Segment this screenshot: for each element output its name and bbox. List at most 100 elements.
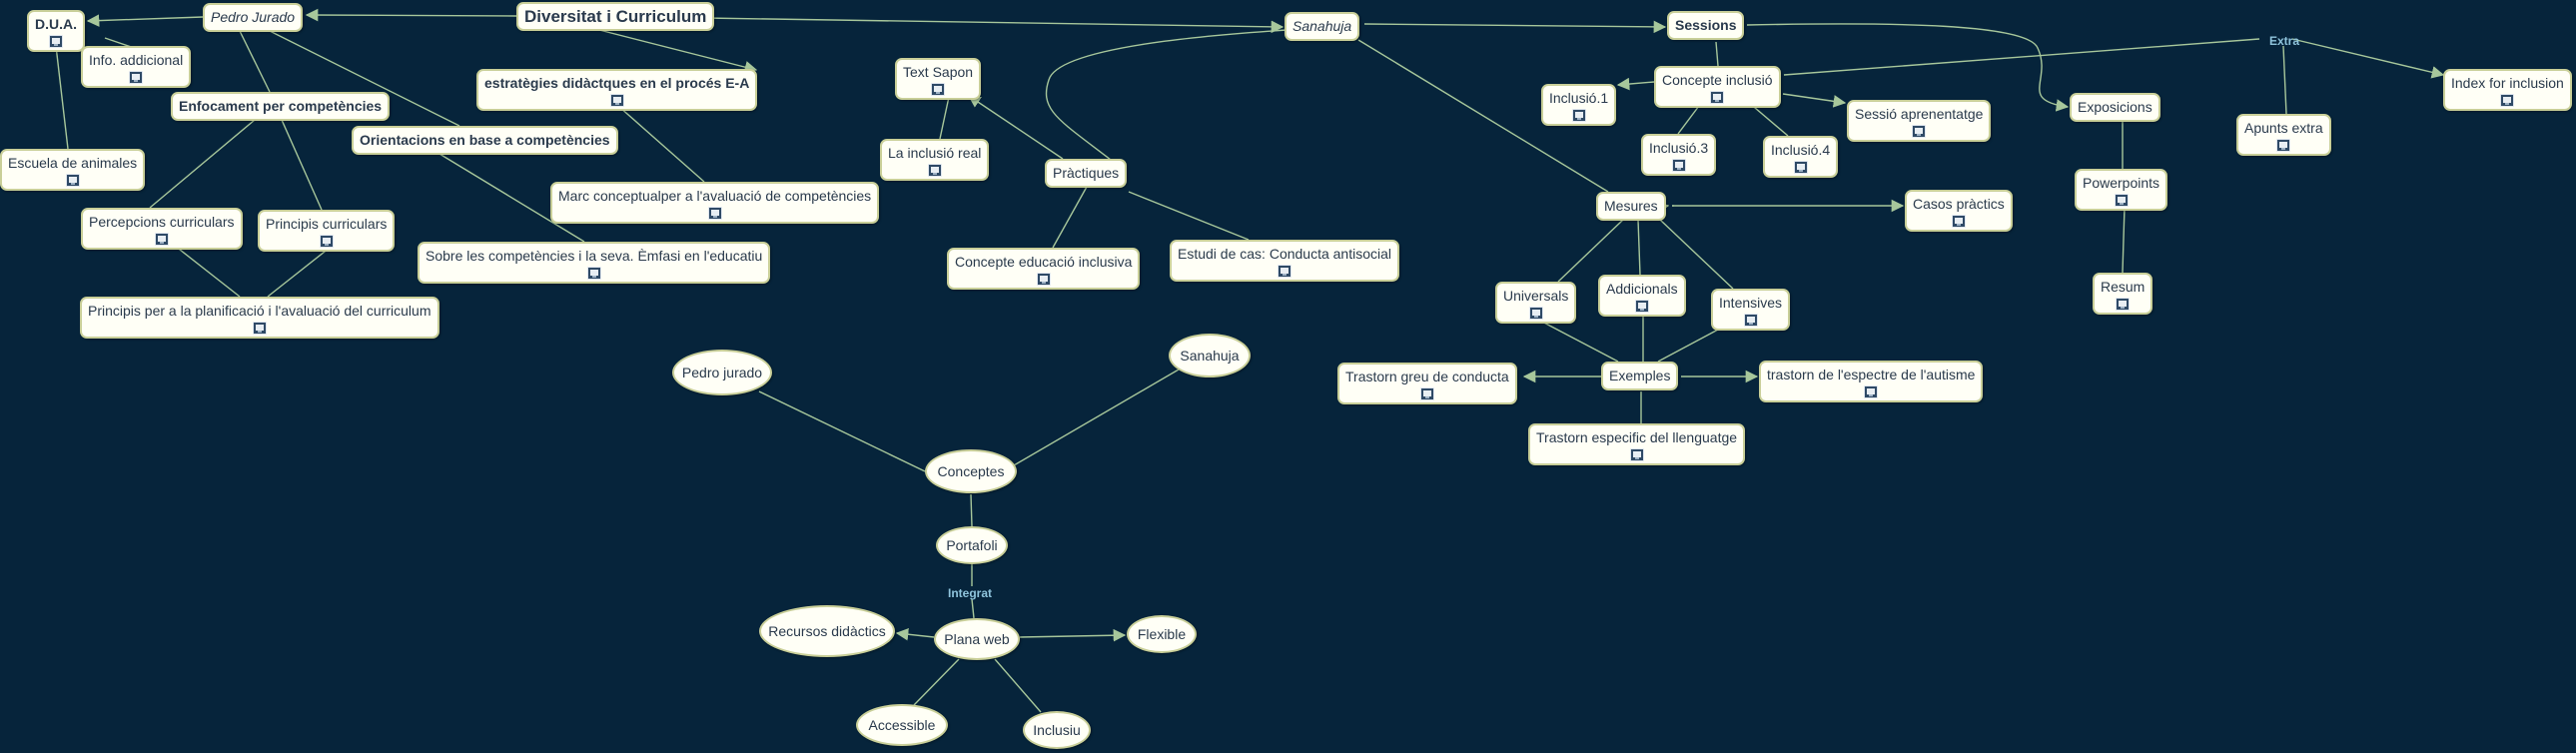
node-recursos-didactics[interactable]: Recursos didàctics (759, 605, 895, 657)
node-pedro-jurado-bottom[interactable]: Pedro jurado (672, 350, 772, 395)
document-icon[interactable] (1419, 387, 1434, 400)
connector-line (1537, 319, 1619, 363)
document-icon[interactable] (1528, 307, 1543, 320)
node-label: Pedro jurado (681, 364, 763, 380)
node-info-addicional[interactable]: Info. addicional (81, 46, 192, 88)
node-label: Apunts extra (2244, 120, 2323, 136)
node-resum[interactable]: Resum (2093, 273, 2153, 315)
document-icon[interactable] (154, 233, 169, 246)
node-index-inclusion[interactable]: Index for inclusion (2443, 69, 2572, 111)
node-label: Powerpoints (2083, 175, 2160, 191)
node-portafoli[interactable]: Portafoli (936, 526, 1008, 564)
node-mesures[interactable]: Mesures (1596, 192, 1666, 221)
connector-line (970, 493, 973, 527)
node-label: Pràctiques (1053, 165, 1120, 181)
node-inclusio-4[interactable]: Inclusió.4 (1763, 136, 1839, 178)
document-icon[interactable] (1634, 300, 1649, 313)
node-practiques[interactable]: Pràctiques (1045, 159, 1128, 188)
connector-line (239, 30, 271, 93)
node-casos-practics[interactable]: Casos pràctics (1905, 190, 2013, 232)
node-sanahuja-top[interactable]: Sanahuja (1285, 12, 1360, 41)
node-label: Exposicions (2078, 99, 2152, 115)
node-diversitat-curriculum[interactable]: Diversitat i Curriculum (516, 2, 715, 31)
connector-line (1782, 93, 1847, 108)
node-orientacions[interactable]: Orientacions en base a competències (352, 126, 618, 155)
node-sessio-aprenentatge[interactable]: Sessió aprenentatge (1847, 100, 1992, 142)
document-icon[interactable] (707, 207, 722, 220)
document-icon[interactable] (1743, 314, 1758, 327)
node-escuela-animales[interactable]: Escuela de animales (0, 149, 146, 191)
node-principis-planificacio[interactable]: Principis per a la planificació i l'aval… (80, 297, 439, 339)
document-icon[interactable] (1278, 265, 1291, 278)
node-apunts-extra[interactable]: Apunts extra (2236, 114, 2331, 156)
node-sobre-competencies[interactable]: Sobre les competències i la seva. Èmfasi… (418, 242, 771, 284)
node-conceptes[interactable]: Conceptes (925, 449, 1017, 493)
document-icon[interactable] (2500, 94, 2515, 107)
connector-line (913, 658, 960, 706)
node-concepte-educacio[interactable]: Concepte educació inclusiva (947, 248, 1141, 290)
document-icon[interactable] (129, 71, 144, 84)
node-inclusio-1[interactable]: Inclusió.1 (1541, 84, 1617, 126)
node-label: Principis curriculars (266, 216, 388, 232)
node-label: Pedro Jurado (211, 9, 296, 25)
document-icon[interactable] (586, 267, 601, 280)
node-label: Trastorn greu de conducta (1345, 369, 1509, 384)
document-icon[interactable] (65, 174, 80, 187)
document-icon[interactable] (1629, 448, 1644, 461)
connector-line (149, 119, 256, 209)
connector-line (1052, 186, 1088, 249)
document-icon[interactable] (1710, 91, 1725, 104)
node-label: Inclusió.4 (1771, 142, 1831, 158)
node-pedro-jurado[interactable]: Pedro Jurado (203, 3, 304, 32)
connector-line (269, 30, 460, 127)
connector-line (1357, 39, 1609, 193)
node-plana-web[interactable]: Plana web (934, 618, 1020, 660)
node-exposicions[interactable]: Exposicions (2070, 93, 2160, 122)
node-powerpoints[interactable]: Powerpoints (2075, 169, 2168, 211)
node-intensives[interactable]: Intensives (1711, 289, 1791, 331)
document-icon[interactable] (1951, 215, 1966, 228)
document-icon[interactable] (2276, 139, 2291, 152)
document-icon[interactable] (2116, 298, 2131, 311)
node-accessible[interactable]: Accessible (856, 704, 948, 746)
node-universals[interactable]: Universals (1495, 282, 1577, 324)
document-icon[interactable] (927, 164, 942, 177)
connector-curve (1746, 23, 2070, 112)
node-inclusiu[interactable]: Inclusiu (1023, 711, 1091, 749)
connector-line (1715, 41, 1719, 67)
document-icon[interactable] (1912, 125, 1927, 138)
document-icon[interactable] (319, 235, 334, 248)
document-icon[interactable] (252, 322, 267, 335)
node-inclusio-3[interactable]: Inclusió.3 (1641, 134, 1717, 176)
node-percepcions[interactable]: Percepcions curriculars (81, 208, 243, 250)
node-label: Inclusiu (1033, 721, 1081, 738)
node-enfocament[interactable]: Enfocament per competències (171, 92, 391, 121)
node-dua[interactable]: D.U.A. (27, 10, 85, 52)
node-principis-curriculars[interactable]: Principis curriculars (258, 210, 396, 252)
node-inclusio-real[interactable]: La inclusió real (880, 139, 990, 181)
node-estrategies[interactable]: estratègies didàctques en el procés E-A (476, 69, 758, 111)
node-addicionals[interactable]: Addicionals (1598, 275, 1686, 317)
node-marc-conceptual[interactable]: Marc conceptualper a l'avaluació de comp… (550, 182, 880, 224)
node-trastorn-autisme[interactable]: trastorn de l'espectre de l'autisme (1759, 361, 1984, 402)
document-icon[interactable] (1864, 385, 1879, 398)
document-icon[interactable] (49, 35, 63, 48)
node-estudi-cas[interactable]: Estudi de cas: Conducta antisocial (1170, 240, 1400, 282)
node-label: Enfocament per competències (179, 98, 383, 114)
document-icon[interactable] (931, 83, 946, 96)
document-icon[interactable] (2114, 194, 2129, 207)
node-text-sapon[interactable]: Text Sapon (895, 58, 982, 100)
connector-line (618, 106, 705, 183)
document-icon[interactable] (1671, 159, 1686, 172)
node-trastorn-llenguatge[interactable]: Trastorn especific del llenguatge (1528, 423, 1746, 465)
node-flexible[interactable]: Flexible (1127, 615, 1197, 653)
node-sessions[interactable]: Sessions (1667, 11, 1745, 40)
document-icon[interactable] (609, 94, 624, 107)
node-sanahuja-bottom[interactable]: Sanahuja (1169, 334, 1251, 377)
node-exemples[interactable]: Exemples (1601, 362, 1679, 390)
node-trastorn-greu[interactable]: Trastorn greu de conducta (1337, 363, 1517, 404)
node-concepte-inclusio[interactable]: Concepte inclusió (1654, 66, 1781, 108)
document-icon[interactable] (1571, 109, 1586, 122)
document-icon[interactable] (1036, 273, 1051, 286)
document-icon[interactable] (1793, 161, 1808, 174)
